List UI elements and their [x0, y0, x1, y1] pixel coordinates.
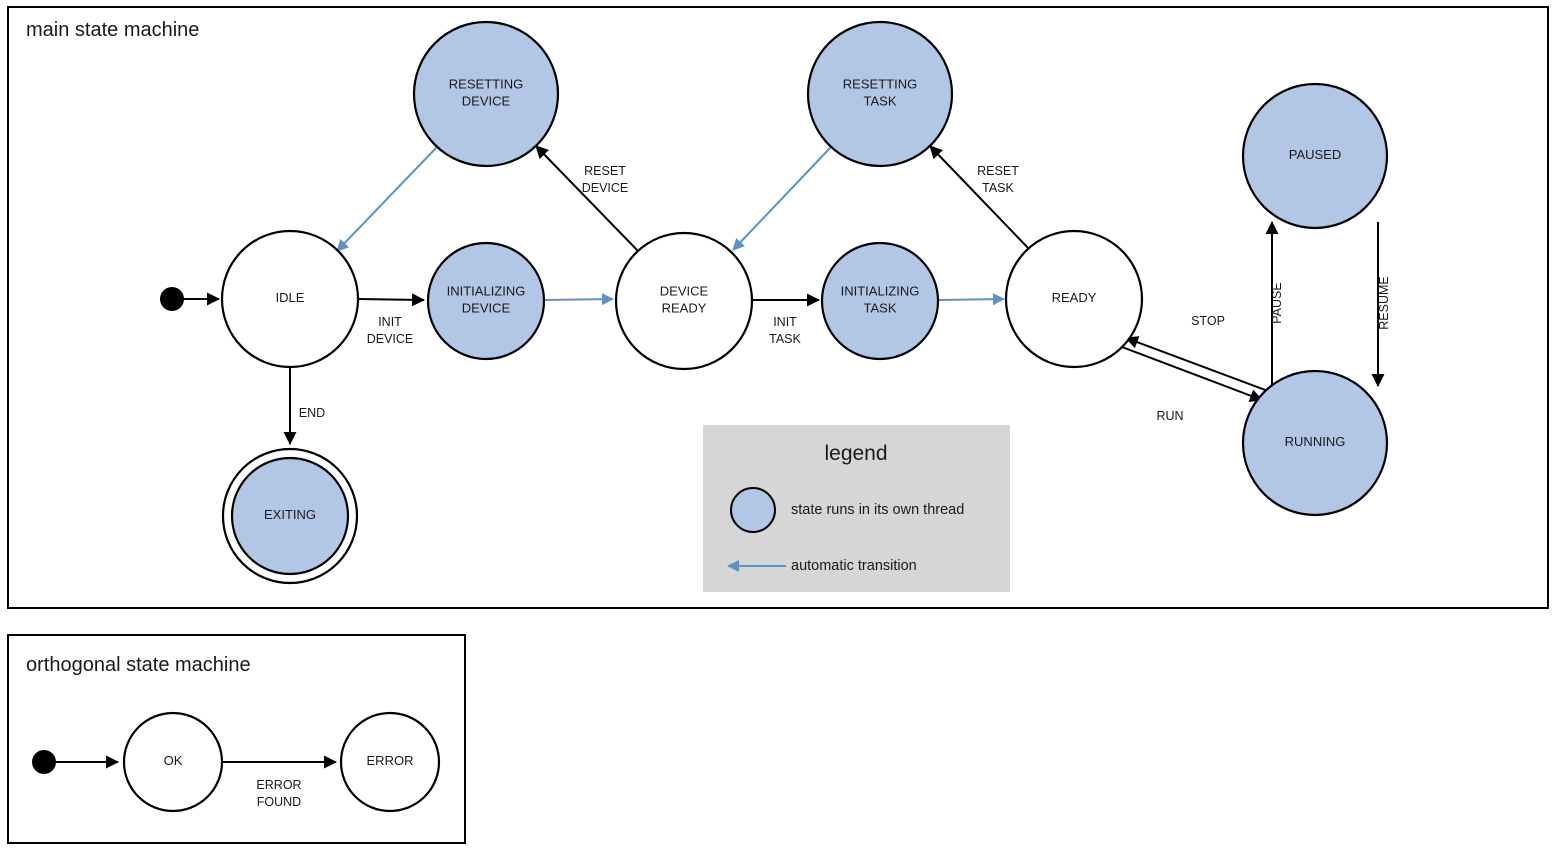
- transition-label-running-to-ready: STOP: [1191, 314, 1225, 328]
- state-shape: [339, 711, 441, 813]
- state-shape: [426, 241, 546, 361]
- state-shape: [614, 231, 754, 371]
- ortho-initial-state: [32, 750, 56, 774]
- transition-label-idle-to-exiting: END: [299, 406, 325, 420]
- legend-panel: legend state runs in its own thread auto…: [703, 425, 1010, 592]
- transition-line: [938, 293, 1005, 306]
- transition-line: [535, 145, 639, 252]
- orthogonal-states-layer: OK ERROR: [32, 711, 441, 813]
- state-label-ready: READY: [1052, 290, 1097, 305]
- orthogonal-frame-title: orthogonal state machine: [26, 654, 251, 676]
- transition-line: [732, 146, 832, 251]
- state-label-error: ERROR: [367, 753, 414, 768]
- state-label-ok: OK: [164, 753, 183, 768]
- state-error[interactable]: ERROR: [339, 711, 441, 813]
- state-ready[interactable]: READY: [1004, 229, 1144, 369]
- main-frame-border: [7, 6, 1549, 609]
- legend-title: legend: [824, 442, 887, 465]
- transition-resetting-device-to-idle: [336, 146, 438, 252]
- legend-thread-state-label: state runs in its own thread: [791, 502, 964, 518]
- state-shape: [1241, 82, 1389, 230]
- transition-label-running-to-paused: PAUSE: [1270, 282, 1284, 323]
- state-ok[interactable]: OK: [122, 711, 224, 813]
- state-exiting[interactable]: EXITING: [221, 447, 359, 585]
- legend-auto-transition-label: automatic transition: [791, 558, 917, 574]
- state-label-idle: IDLE: [276, 290, 305, 305]
- transition-label-ready-to-running: RUN: [1156, 409, 1183, 423]
- transition-init-device-to-ready: [544, 293, 614, 306]
- transition-line: [1125, 336, 1269, 392]
- orthogonal-frame-border: [7, 634, 466, 844]
- main-initial-state: [160, 287, 184, 311]
- transition-ready-to-running: RUN: [1121, 346, 1263, 423]
- transition-label-paused-to-running: RESUME: [1377, 276, 1391, 329]
- transition-line: [336, 146, 438, 252]
- state-label-paused: PAUSED: [1289, 147, 1342, 162]
- transition-line: [929, 145, 1031, 251]
- transition-line: [544, 293, 614, 306]
- main-frame-title: main state machine: [26, 19, 199, 41]
- state-shape: [412, 20, 560, 168]
- state-shape: [1241, 369, 1389, 517]
- state-shape: [820, 241, 940, 361]
- state-shape: [1004, 229, 1144, 369]
- transition-resetting-task-to-device-ready: [732, 146, 832, 251]
- transition-running-to-paused: PAUSE: [1265, 220, 1284, 388]
- orthogonal-state-machine-frame: orthogonal state machine: [7, 634, 466, 844]
- state-shape: [230, 456, 350, 576]
- state-paused[interactable]: PAUSED: [1241, 82, 1389, 230]
- state-label-exiting: EXITING: [264, 507, 316, 522]
- state-shape: [220, 229, 360, 369]
- transition-init-task-to-ready: [938, 293, 1005, 306]
- state-running[interactable]: RUNNING: [1241, 369, 1389, 517]
- transition-paused-to-running: RESUME: [1371, 222, 1391, 388]
- state-idle[interactable]: IDLE: [220, 229, 360, 369]
- state-label-running: RUNNING: [1285, 434, 1346, 449]
- main-state-machine-frame: main state machine: [7, 6, 1549, 609]
- transition-running-to-ready: STOP: [1125, 314, 1269, 392]
- legend-thread-state-swatch: [730, 487, 776, 533]
- transition-line: [1121, 346, 1263, 402]
- state-shape: [122, 711, 224, 813]
- transition-line: [357, 293, 426, 307]
- state-shape: [806, 20, 954, 168]
- initial-state-dot: [32, 750, 56, 774]
- transition-idle-to-exiting: END: [283, 367, 325, 446]
- initial-state-dot: [160, 287, 184, 311]
